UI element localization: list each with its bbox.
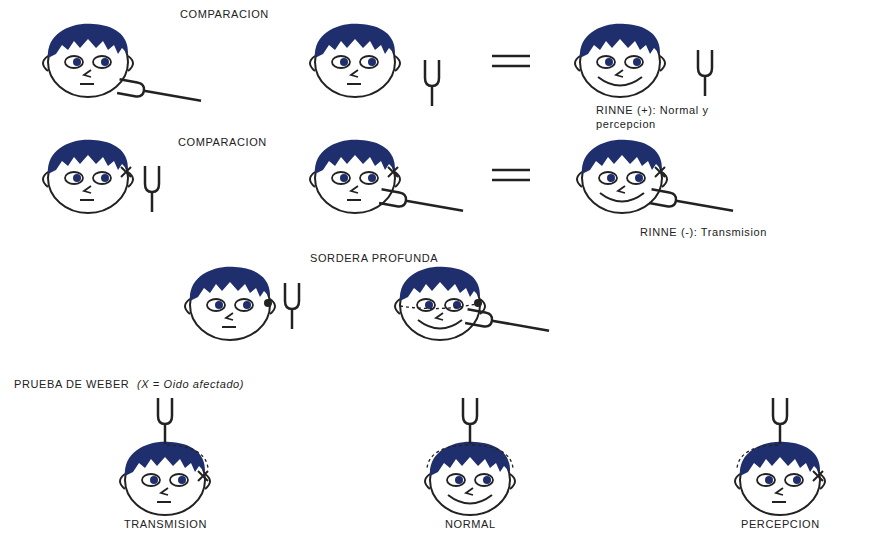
tuning-fork [649,189,734,217]
face [735,442,825,515]
affected-ear-mark [198,471,208,481]
sound-path [737,445,778,468]
face [120,442,210,515]
tuning-fork [145,166,159,212]
sound-path [400,304,476,309]
tuning-fork [158,398,172,444]
label: RINNE (+): Normal y percepcion [596,104,731,132]
label: COMPARACION [178,136,267,150]
sound-path [167,445,208,468]
affected-ear-mark [121,167,131,177]
face [395,267,485,340]
affected-ear-dot [264,299,272,307]
label: (X = Oido afectado) [137,378,244,392]
face [310,140,400,213]
face [43,140,133,213]
equals-sign [492,170,530,180]
tuning-fork [773,398,787,444]
label: TRANSMISION [124,518,207,532]
face [425,442,515,515]
tuning-fork [465,309,550,337]
affected-ear-mark [813,471,823,481]
label: COMPARACION [180,8,269,22]
tuning-fork [463,398,477,444]
tuning-fork [698,50,712,96]
tuning-fork [285,283,299,329]
face [185,267,275,340]
label: PRUEBA DE WEBER [14,378,129,392]
affected-ear-dot [474,299,482,307]
face [43,24,133,97]
sound-path [427,445,513,468]
affected-ear-mark [655,167,665,177]
face [310,24,400,97]
label: PERCEPCION [741,518,820,532]
face [577,140,667,213]
label: SORDERA PROFUNDA [310,252,438,266]
tuning-fork [379,189,464,217]
equals-sign [492,56,530,66]
label: RINNE (-): Transmision [640,226,767,240]
face [575,24,665,97]
tuning-fork [117,79,202,107]
label: NORMAL [445,518,496,532]
tuning-fork [425,60,439,106]
affected-ear-mark [388,167,398,177]
